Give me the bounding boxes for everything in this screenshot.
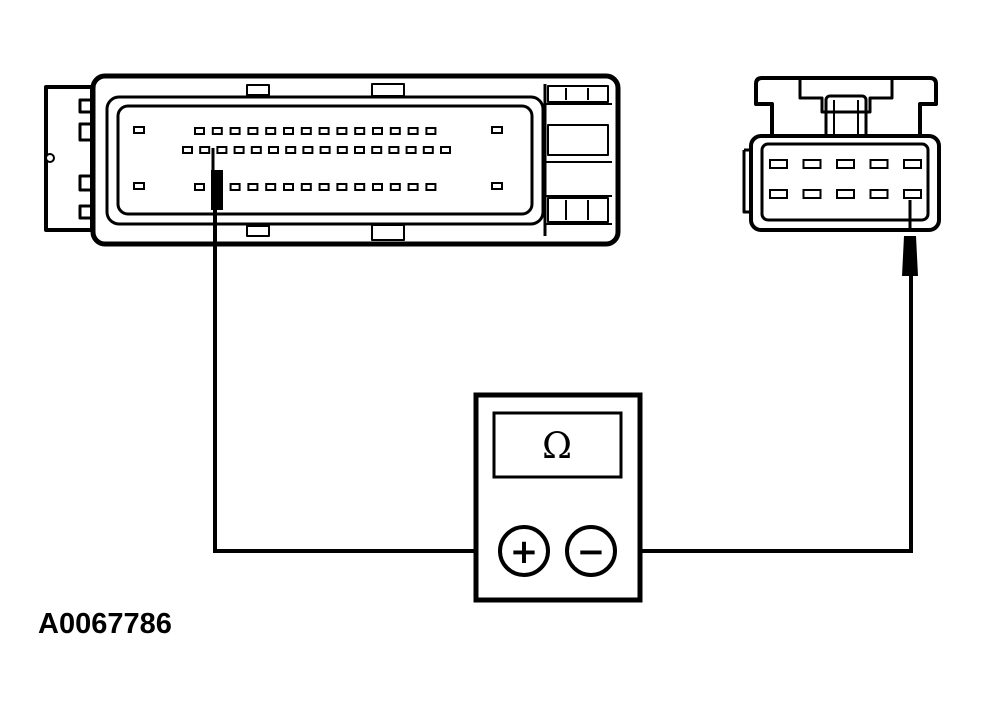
- pin-cavity: [407, 127, 419, 135]
- pin-cavity: [229, 127, 241, 135]
- pin-cavity: [869, 189, 889, 199]
- pin-cavity: [229, 183, 241, 191]
- pin-cavity: [133, 126, 145, 134]
- pin-cavity: [302, 146, 314, 154]
- pin-cavity: [318, 127, 330, 135]
- pin-cavity: [769, 189, 788, 199]
- pin-cavity: [836, 189, 855, 199]
- negative-test-lead: [610, 274, 913, 553]
- ohm-symbol: Ω: [542, 426, 572, 467]
- pin-cavity: [300, 127, 312, 135]
- pin-cavity: [182, 146, 193, 154]
- pin-cavity: [300, 183, 312, 191]
- pin-cavity: [425, 183, 437, 191]
- pin-cavity: [354, 146, 365, 154]
- pin-cavity: [371, 146, 383, 154]
- pin-cavity: [903, 189, 922, 199]
- pin-cavity: [336, 146, 348, 154]
- pin-cavity: [216, 146, 228, 154]
- figure-id-label: A0067786: [38, 608, 172, 640]
- pin-cavity: [354, 183, 366, 191]
- negative-terminal: [565, 525, 617, 577]
- pin-cavity: [769, 159, 788, 169]
- pin-cavity: [903, 159, 922, 169]
- pin-cavity: [199, 146, 211, 154]
- pin-cavity: [285, 146, 297, 154]
- harness-connector-icon: [742, 76, 941, 232]
- pin-cavity: [440, 146, 451, 154]
- pin-cavity: [211, 127, 223, 135]
- pin-cavity: [268, 146, 279, 154]
- positive-test-lead: [213, 208, 502, 553]
- pin-cavity: [491, 182, 503, 190]
- pin-cavity: [247, 183, 259, 191]
- pin-cavity: [354, 127, 366, 135]
- harness-connector-pins: [769, 159, 922, 199]
- pin-cavity: [836, 159, 855, 169]
- pin-cavity: [265, 183, 277, 191]
- pin-cavity: [389, 127, 401, 135]
- pin-cavity: [283, 127, 294, 135]
- pin-cavity: [283, 183, 294, 191]
- positive-terminal: [498, 525, 550, 577]
- test-probe-icon: [211, 148, 223, 210]
- positive-terminal-label: +: [510, 532, 539, 572]
- pin-cavity: [250, 146, 262, 154]
- test-probe-icon: [902, 200, 918, 276]
- ohmmeter-icon: Ω + −: [473, 392, 643, 603]
- pin-cavity: [388, 146, 400, 154]
- pin-cavity: [802, 159, 822, 169]
- pin-cavity: [422, 146, 434, 154]
- pin-cavity: [405, 146, 417, 154]
- pin-cavity: [194, 127, 205, 135]
- pin-cavity: [336, 183, 348, 191]
- module-connector-pins: [133, 126, 503, 191]
- pin-cavity: [233, 146, 245, 154]
- pin-cavity: [389, 183, 401, 191]
- pin-cavity: [265, 127, 277, 135]
- pin-cavity: [372, 127, 383, 135]
- pin-cavity: [407, 183, 419, 191]
- module-connector-icon: [44, 73, 621, 247]
- pin-cavity: [133, 182, 145, 190]
- negative-terminal-label: −: [577, 532, 606, 572]
- pin-cavity: [372, 183, 383, 191]
- pin-cavity: [336, 127, 348, 135]
- pin-cavity: [491, 126, 503, 134]
- pin-cavity: [425, 127, 437, 135]
- pin-cavity: [802, 189, 822, 199]
- pin-cavity: [247, 127, 259, 135]
- pin-cavity: [319, 146, 331, 154]
- pin-cavity: [194, 183, 205, 191]
- pin-cavity: [869, 159, 889, 169]
- pin-cavity: [318, 183, 330, 191]
